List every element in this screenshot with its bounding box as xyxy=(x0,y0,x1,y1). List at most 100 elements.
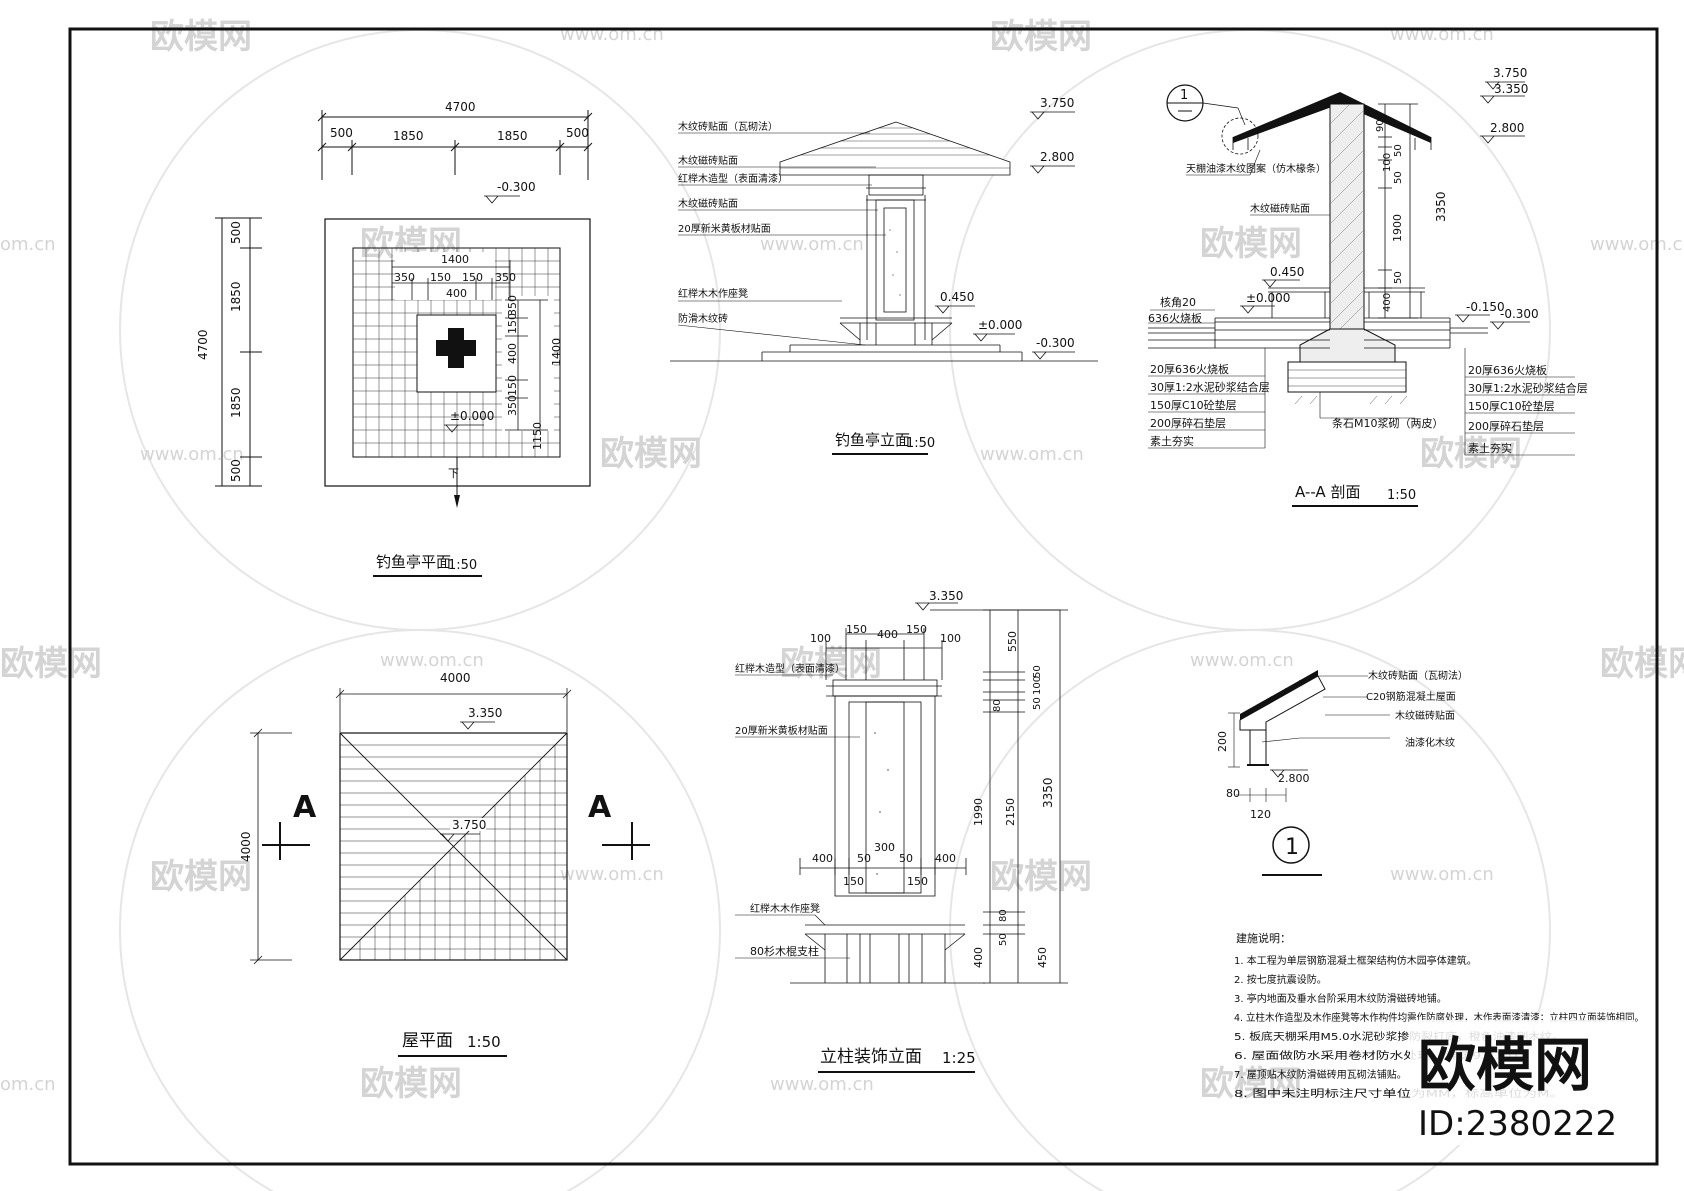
watermark-brand: 欧模网 xyxy=(0,644,102,684)
watermark-brand: 欧模网 xyxy=(150,17,252,57)
col-dim-150-r: 150 xyxy=(906,623,927,636)
elev-label-6: 红榉木木作座凳 xyxy=(678,287,748,300)
section-layer-right-2: 30厚1:2水泥砂浆结合层 xyxy=(1468,381,1588,395)
watermark-url: www.om.cn xyxy=(1590,234,1684,255)
plan-dim-150-a: 150 xyxy=(430,271,451,284)
col-dim-400: 400 xyxy=(877,628,898,641)
roof-scale: 1:50 xyxy=(467,1033,501,1051)
section-layer-right-4: 200厚碎石垫层 xyxy=(1468,419,1544,433)
elevation-title: 钓鱼亭立面 xyxy=(835,431,910,449)
plan-dim-150-b: 150 xyxy=(462,271,483,284)
detail-dim-200: 200 xyxy=(1216,731,1229,752)
section-dim-400: 400 xyxy=(1382,293,1393,312)
detail-1-view: 木纹砖贴面（瓦砌法） C20钢筋混凝土屋面 木纹磁砖贴面 油漆化木纹 200 8… xyxy=(1216,669,1468,876)
plan-dim-350-a: 350 xyxy=(394,271,415,284)
column-elevation-view: 100 150 400 150 100 3.350 400 50 300 50 … xyxy=(735,589,1068,1073)
col-label-3: 红榉木木作座凳 xyxy=(750,902,820,915)
watermark-url: www.om.cn xyxy=(760,234,864,255)
watermark-url: www.om.cn xyxy=(770,1074,874,1095)
plan-dim-total: 4700 xyxy=(445,100,476,114)
col-rdim-100: 100 xyxy=(1032,676,1043,695)
section-dim-3350: 3350 xyxy=(1434,191,1448,222)
plan-dim-500-r: 500 xyxy=(566,126,589,140)
detail-label-3: 木纹磁砖贴面 xyxy=(1395,709,1455,722)
watermark-brand: 欧模网 xyxy=(1200,224,1302,264)
watermark-brand: 欧模网 xyxy=(600,434,702,474)
plan-dim-total-v: 4700 xyxy=(196,329,210,360)
section-dim-100: 100 xyxy=(1382,153,1393,172)
plan-elev-top: -0.300 xyxy=(497,180,536,194)
col-rdim-80a: 80 xyxy=(992,699,1003,712)
elev-label-4: 木纹磁砖贴面 xyxy=(678,197,738,210)
watermark-url: www.om.cn xyxy=(560,864,664,885)
plan-dim-1850-r: 1850 xyxy=(497,129,528,143)
watermark-url: www.om.cn xyxy=(1390,24,1494,45)
section-callout-number: 1 xyxy=(1180,88,1188,103)
plan-down-label: 下 xyxy=(448,467,459,480)
watermark-url: www.om.cn xyxy=(980,444,1084,465)
roof-title: 屋平面 xyxy=(402,1031,453,1051)
elev-label-1: 木纹砖贴面（瓦砌法） xyxy=(678,120,778,133)
plan-view: 4700 500 1850 1850 500 4700 500 1850 185… xyxy=(196,100,593,577)
col-rdim-80b: 80 xyxy=(998,909,1009,922)
section-dim-50-a: 50 xyxy=(1393,144,1404,157)
col-rdim-1990: 1990 xyxy=(972,798,985,826)
detail-label-4: 油漆化木纹 xyxy=(1405,736,1455,749)
notes-item-7: 7. 屋顶贴木纹防滑磁砖用瓦砌法铺贴。 xyxy=(1234,1068,1407,1081)
plan-dim-500-t: 500 xyxy=(229,221,243,244)
detail-label-1: 木纹砖贴面（瓦砌法） xyxy=(1368,669,1468,682)
section-scale: 1:50 xyxy=(1387,488,1416,503)
section-layer-right-3: 150厚C10砼垫层 xyxy=(1468,399,1555,413)
roof-dim-4000-h: 4000 xyxy=(440,671,471,685)
section-layer-left-2: 30厚1:2水泥砂浆结合层 xyxy=(1150,380,1270,394)
section-layer-left-4: 200厚碎石垫层 xyxy=(1150,416,1226,430)
plan-dim-350-b: 350 xyxy=(495,271,516,284)
section-elev-0450: 0.450 xyxy=(1270,265,1304,279)
col-rdim-550: 550 xyxy=(1006,631,1019,652)
plan-dim-1850-b: 1850 xyxy=(229,387,243,418)
detail-dim-120: 120 xyxy=(1250,808,1271,821)
col-dim-150-l: 150 xyxy=(846,623,867,636)
notes-item-2: 2. 按七度抗震设防。 xyxy=(1234,973,1327,986)
elev-label-5: 20厚新米黄板材贴面 xyxy=(678,222,771,235)
watermark-url-short: om.cn xyxy=(0,234,56,255)
section-dim-90: 90 xyxy=(1375,119,1386,132)
col-dim-150-br: 150 xyxy=(907,875,928,888)
section-mark-a-left: A xyxy=(293,790,317,825)
column-title: 立柱装饰立面 xyxy=(820,1047,922,1067)
col-rdim-2150: 2150 xyxy=(1004,798,1017,826)
watermark-url: www.om.cn xyxy=(380,650,484,671)
plan-dim-1850-l: 1850 xyxy=(393,129,424,143)
notes-heading: 建施说明： xyxy=(1236,931,1291,945)
elev-3750: 3.750 xyxy=(1040,96,1074,110)
roof-elev-3750: 3.750 xyxy=(452,818,486,832)
watermark-brand: 欧模网 xyxy=(1600,644,1684,684)
section-elev-2800: 2.800 xyxy=(1490,121,1524,135)
col-dim-100-r: 100 xyxy=(940,632,961,645)
elevation-view: 木纹砖贴面（瓦砌法） 木纹磁砖贴面 红榉木造型（表面清漆） 木纹磁砖贴面 20厚… xyxy=(670,96,1098,455)
plan-dim-500-b: 500 xyxy=(229,459,243,482)
watermark-url: www.om.cn xyxy=(1190,650,1294,671)
col-rdim-50c: 50 xyxy=(998,933,1009,946)
plan-dim-150-d: 150 xyxy=(506,375,519,396)
plan-dim-1150: 1150 xyxy=(531,422,544,450)
section-title: A--A 剖面 xyxy=(1295,483,1360,501)
elev-m0300: -0.300 xyxy=(1036,336,1075,350)
section-elev-m0300: -0.300 xyxy=(1500,307,1539,321)
col-dim-400-l: 400 xyxy=(812,852,833,865)
logo-brand: 欧模网 xyxy=(1418,1031,1592,1099)
col-label-2: 20厚新米黄板材贴面 xyxy=(735,724,828,737)
section-dim-50-b: 50 xyxy=(1393,171,1404,184)
section-elev-3750: 3.750 xyxy=(1493,66,1527,80)
sheet-frame xyxy=(68,27,1659,1166)
col-label-1: 红榉木造型（表面清漆） xyxy=(735,662,845,675)
watermark-brand: 欧模网 xyxy=(150,857,252,897)
section-elev-3350: 3.350 xyxy=(1494,82,1528,96)
watermark-brand: 欧模网 xyxy=(1200,1064,1302,1104)
notes-item-3: 3. 亭内地面及垂水台阶采用木纹防滑磁砖地铺。 xyxy=(1234,992,1447,1005)
detail-number: 1 xyxy=(1285,835,1299,860)
roof-elev-3350: 3.350 xyxy=(468,706,502,720)
col-dim-150-bl: 150 xyxy=(843,875,864,888)
elev-label-7: 防滑木纹砖 xyxy=(678,312,728,325)
